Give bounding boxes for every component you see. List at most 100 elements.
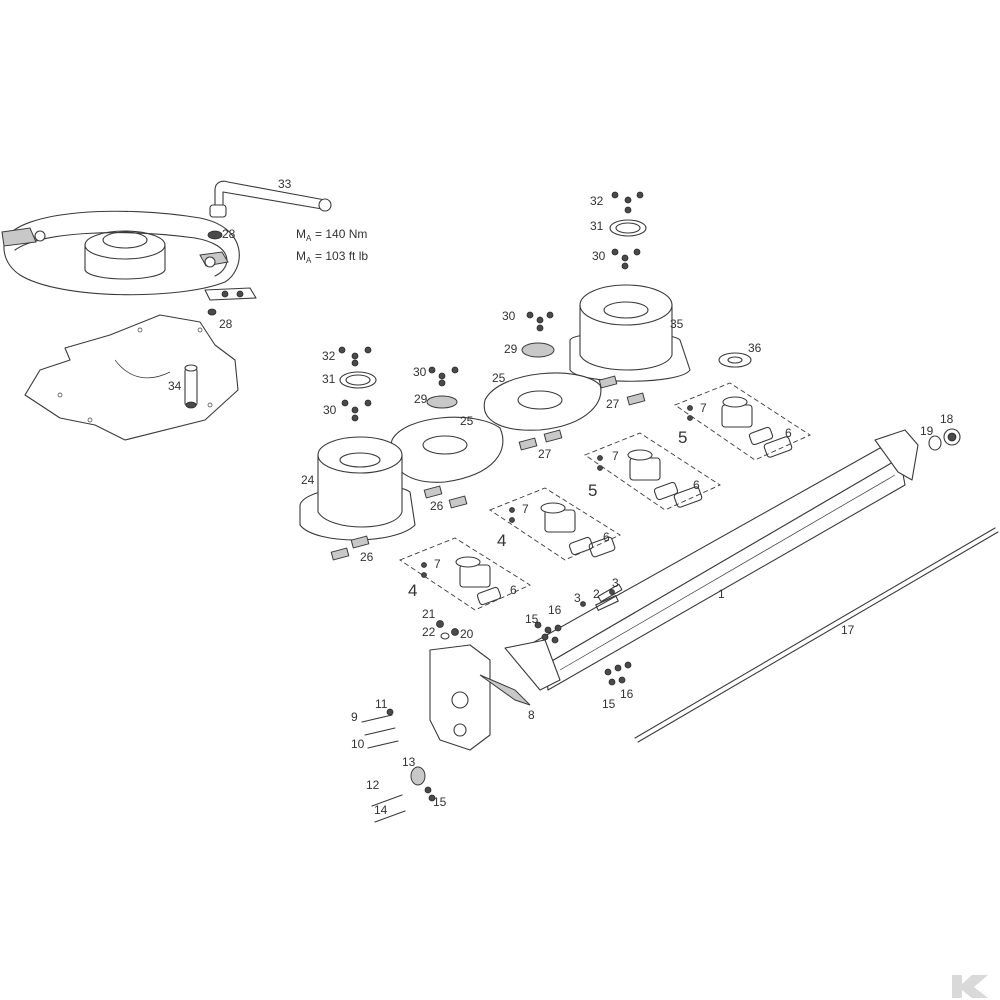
pins-2-3 <box>580 589 619 611</box>
torque-subscript-imperial: A <box>306 256 312 265</box>
hardware-30-29-left <box>426 366 459 409</box>
disc-25-right <box>483 372 602 451</box>
gasket-plate-detail <box>24 314 239 441</box>
callout-5-lower: 5 <box>588 481 597 500</box>
callout-19: 19 <box>920 424 934 438</box>
bolts-9-10-11 <box>361 708 399 749</box>
fastener-stack-upper-left <box>338 346 377 422</box>
drum-24 <box>299 436 416 561</box>
callout-30-mid: 30 <box>413 365 427 379</box>
callout-1: 1 <box>718 587 725 601</box>
gear-module-4-lower <box>399 537 531 611</box>
callout-6-upper-mid: 6 <box>693 478 700 492</box>
callout-33: 33 <box>278 177 292 191</box>
torque-symbol-metric: M <box>296 227 306 241</box>
callout-22: 22 <box>422 625 436 639</box>
nuts-15-16-upper <box>534 621 562 644</box>
gearbox-housing <box>429 644 491 751</box>
callout-34: 34 <box>168 379 182 393</box>
seal-ring-19 <box>928 435 942 451</box>
callout-4-lower: 4 <box>408 581 417 600</box>
hardware-30-29-center <box>521 311 555 358</box>
callout-6-top: 6 <box>785 426 792 440</box>
callout-15-bottom: 15 <box>433 795 447 809</box>
callout-15-lower: 15 <box>602 697 616 711</box>
gear-module-5-upper <box>674 382 811 461</box>
callout-30-center: 30 <box>502 309 516 323</box>
callout-7-bottom: 7 <box>434 557 441 571</box>
blade-holder-28 <box>204 287 257 316</box>
disc-25-left <box>390 416 504 509</box>
callout-11: 11 <box>375 697 388 711</box>
callout-2: 2 <box>593 587 600 601</box>
torque-value-imperial: = 103 ft lb <box>315 249 368 263</box>
callout-labels: 33 28 28 34 32 31 30 30 29 35 36 32 31 3… <box>168 177 954 817</box>
torque-symbol-imperial: M <box>296 249 306 263</box>
callout-20: 20 <box>460 627 474 641</box>
callout-13: 13 <box>402 755 416 769</box>
shaft-34 <box>184 364 198 409</box>
nuts-21-22-20 <box>436 620 459 640</box>
callout-16-upper: 16 <box>548 603 562 617</box>
callout-18: 18 <box>940 412 954 426</box>
callout-36: 36 <box>748 341 762 355</box>
callout-29-left: 29 <box>414 392 428 406</box>
callout-25-right: 25 <box>492 371 506 385</box>
callout-7-top: 7 <box>700 401 707 415</box>
torque-note: M A = 140 Nm M A = 103 ft lb <box>296 227 368 265</box>
callout-27-right: 27 <box>606 397 620 411</box>
callout-6-bottom: 6 <box>510 583 517 597</box>
callout-28-lower: 28 <box>219 317 233 331</box>
callout-4-upper: 4 <box>497 531 506 550</box>
bearing-18 <box>943 428 961 446</box>
torque-value-metric: = 140 Nm <box>315 227 367 241</box>
callout-21: 21 <box>422 607 436 621</box>
callout-26-right: 26 <box>430 499 444 513</box>
washer-36 <box>718 352 752 368</box>
callout-30-top: 30 <box>592 249 606 263</box>
callout-7-lower-mid: 7 <box>522 502 529 516</box>
callout-25-left: 25 <box>460 414 474 428</box>
callout-31-left: 31 <box>322 372 336 386</box>
callout-17: 17 <box>841 623 855 637</box>
callout-32-right: 32 <box>590 194 604 208</box>
callout-28-upper: 28 <box>222 227 236 241</box>
callout-10: 10 <box>351 737 365 751</box>
washer-13 <box>410 766 426 786</box>
callout-29-center: 29 <box>504 342 518 356</box>
callout-3-left: 3 <box>574 591 581 605</box>
callout-35: 35 <box>670 317 684 331</box>
callout-31-right: 31 <box>590 219 604 233</box>
drum-35 <box>569 284 691 382</box>
callout-7-upper-mid: 7 <box>612 449 619 463</box>
wrench-33 <box>209 180 332 218</box>
callout-14: 14 <box>374 803 388 817</box>
callout-16-lower: 16 <box>620 687 634 701</box>
callout-8: 8 <box>528 708 535 722</box>
callout-6-lower-mid: 6 <box>603 530 610 544</box>
drive-shaft-17 <box>634 527 999 743</box>
callout-5-upper: 5 <box>678 428 687 447</box>
fastener-stack-upper-right <box>609 191 647 270</box>
callout-24: 24 <box>301 473 315 487</box>
callout-9: 9 <box>351 710 358 724</box>
callout-32-left: 32 <box>322 349 336 363</box>
callout-26-left: 26 <box>360 550 374 564</box>
plate-8 <box>479 674 531 706</box>
callout-12: 12 <box>366 778 380 792</box>
gear-module-4-upper <box>489 487 621 561</box>
bolts-12-14 <box>371 786 436 823</box>
callout-27-left: 27 <box>538 447 552 461</box>
detail-disc-assembly <box>1 210 240 296</box>
nuts-15-16-lower <box>604 661 632 686</box>
callout-15-upper: 15 <box>525 612 539 626</box>
blades-27-right <box>598 375 646 406</box>
callout-3-right: 3 <box>612 576 619 590</box>
nut-28-upper <box>207 230 223 240</box>
torque-subscript-metric: A <box>306 234 312 243</box>
gear-module-5-lower <box>584 432 721 511</box>
cutter-bar-1 <box>504 429 919 691</box>
brand-k-logo <box>952 975 988 998</box>
